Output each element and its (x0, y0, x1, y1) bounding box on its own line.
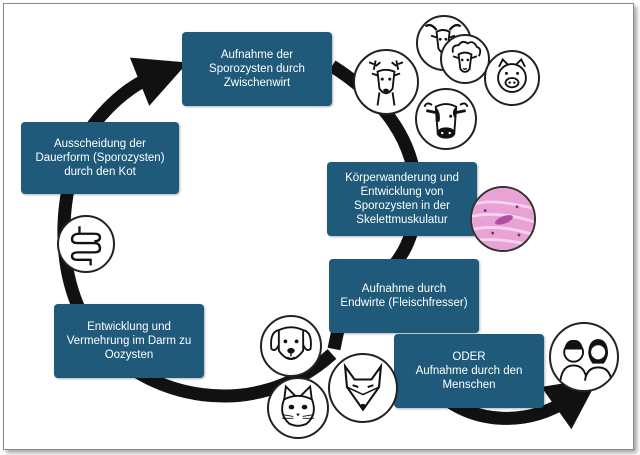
step-ausscheidung-text: Ausscheidung der Dauerform (Sporozysten)… (35, 138, 165, 178)
step-menschen-box: ODER Aufnahme durch den Menschen (394, 334, 544, 408)
step-menschen-text: ODER Aufnahme durch den Menschen (415, 351, 523, 391)
step-entwicklung-box: Entwicklung und Vermehrung im Darm zu Oo… (54, 304, 204, 378)
humans-icon (549, 322, 619, 392)
cycle-ring-arrow (57, 57, 337, 403)
step-entwicklung-text: Entwicklung und Vermehrung im Darm zu Oo… (66, 321, 192, 361)
intestine-icon (57, 215, 115, 273)
fox-icon (328, 353, 398, 423)
cat-icon (267, 377, 329, 439)
step-ausscheidung-box: Ausscheidung der Dauerform (Sporozysten)… (21, 122, 179, 194)
step-endwirte-box: Aufnahme durch Endwirte (Fleischfresser) (329, 259, 479, 333)
step-zwischenwirt-text: Aufnahme der Sporozysten durch Zwischenw… (209, 49, 305, 89)
step-endwirte-text: Aufnahme durch Endwirte (Fleischfresser) (340, 283, 468, 309)
cow-icon (415, 88, 477, 150)
sheep-icon (440, 34, 490, 84)
deer-icon (353, 49, 419, 115)
step-zwischenwirt-box: Aufnahme der Sporozysten durch Zwischenw… (182, 32, 332, 106)
dog-icon (260, 315, 322, 377)
step-koerperwanderung-text: Körperwanderung und Entwicklung von Spor… (345, 172, 459, 226)
step-koerperwanderung-box: Körperwanderung und Entwicklung von Spor… (327, 162, 477, 236)
muscle-tissue-icon (470, 186, 536, 252)
diagram-frame: Aufnahme der Sporozysten durch Zwischenw… (3, 3, 634, 450)
pig-icon (484, 50, 540, 106)
